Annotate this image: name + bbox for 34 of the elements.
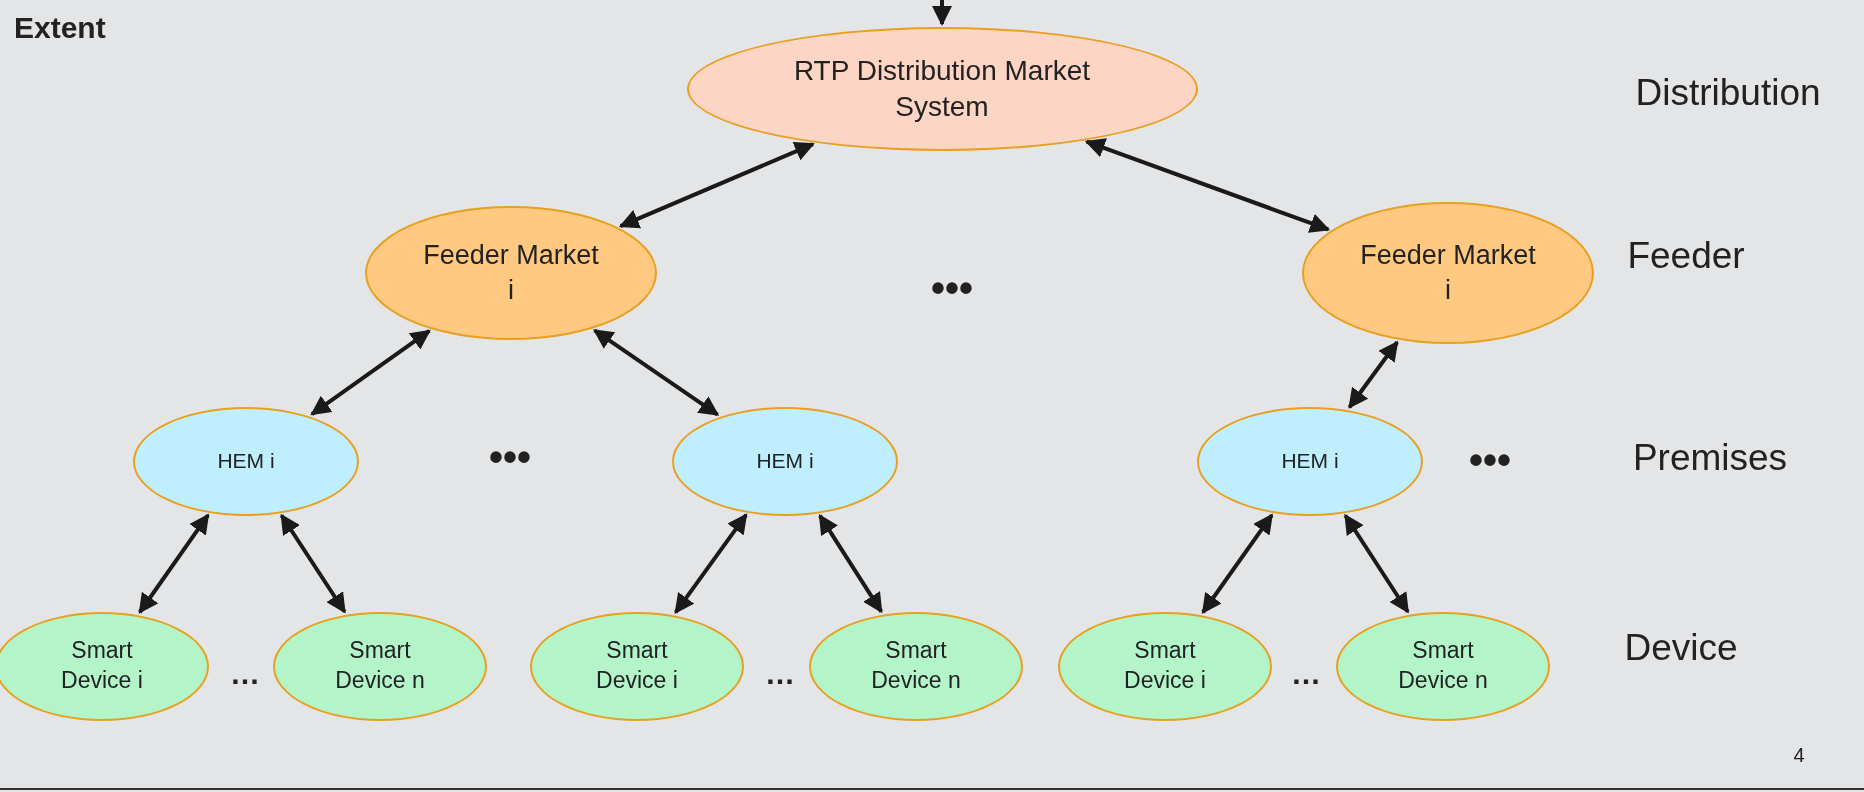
- node-label: HEM i: [217, 448, 275, 475]
- node-label: Smart Device n: [870, 636, 962, 695]
- arrow: [279, 513, 347, 614]
- ellipsis: •••: [931, 265, 973, 311]
- node-label: RTP Distribution Market System: [792, 53, 1092, 124]
- level-label: Distribution: [1635, 72, 1821, 114]
- ellipsis: •••: [1469, 437, 1511, 483]
- node-label: Smart Device i: [595, 636, 679, 695]
- arrow: [1084, 138, 1331, 233]
- node-label: Smart Device n: [1397, 636, 1489, 695]
- arrow: [1201, 513, 1274, 614]
- ellipsis: …: [1291, 657, 1321, 691]
- arrow: [932, 0, 952, 26]
- slide-title: Extent: [14, 11, 106, 45]
- level-label: Device: [1624, 627, 1738, 669]
- node-label: Smart Device i: [1123, 636, 1207, 695]
- arrow: [818, 513, 883, 614]
- ellipsis: …: [230, 657, 260, 691]
- node-label: Feeder Market i: [1359, 238, 1537, 307]
- arrow: [310, 329, 431, 416]
- arrow: [618, 141, 815, 229]
- ellipsis: •••: [489, 434, 531, 480]
- node-label: HEM i: [1281, 448, 1339, 475]
- node-label: HEM i: [756, 448, 814, 475]
- level-label: Feeder: [1627, 235, 1745, 277]
- arrow: [1343, 513, 1410, 614]
- node-label: Smart Device n: [334, 636, 426, 695]
- node-label: Smart Device i: [60, 636, 144, 695]
- arrow: [593, 328, 720, 417]
- page-number: 4: [1793, 743, 1805, 767]
- arrow: [138, 513, 210, 614]
- node-label: Feeder Market i: [422, 238, 600, 307]
- ellipsis: …: [765, 657, 795, 691]
- level-label: Premises: [1632, 437, 1788, 479]
